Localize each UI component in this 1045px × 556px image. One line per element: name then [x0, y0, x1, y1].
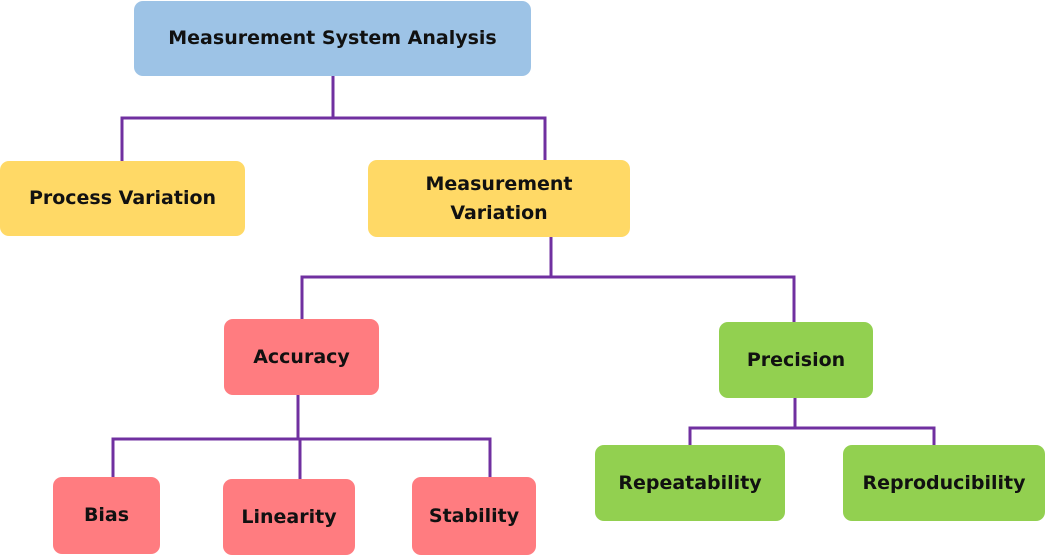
connector-group [111, 74, 936, 481]
node-precision[interactable]: Precision [719, 322, 873, 398]
node-bias[interactable]: Bias [53, 477, 160, 554]
node-process-variation[interactable]: Process Variation [0, 161, 245, 236]
node-stability[interactable]: Stability [412, 477, 536, 555]
node-reproducibility[interactable]: Reproducibility [843, 445, 1045, 521]
node-measurement-variation[interactable]: Measurement Variation [368, 160, 630, 237]
node-repeatability[interactable]: Repeatability [595, 445, 785, 521]
node-linearity[interactable]: Linearity [223, 479, 355, 555]
node-measurement-system-analysis[interactable]: Measurement System Analysis [134, 1, 531, 76]
node-accuracy[interactable]: Accuracy [224, 319, 379, 395]
